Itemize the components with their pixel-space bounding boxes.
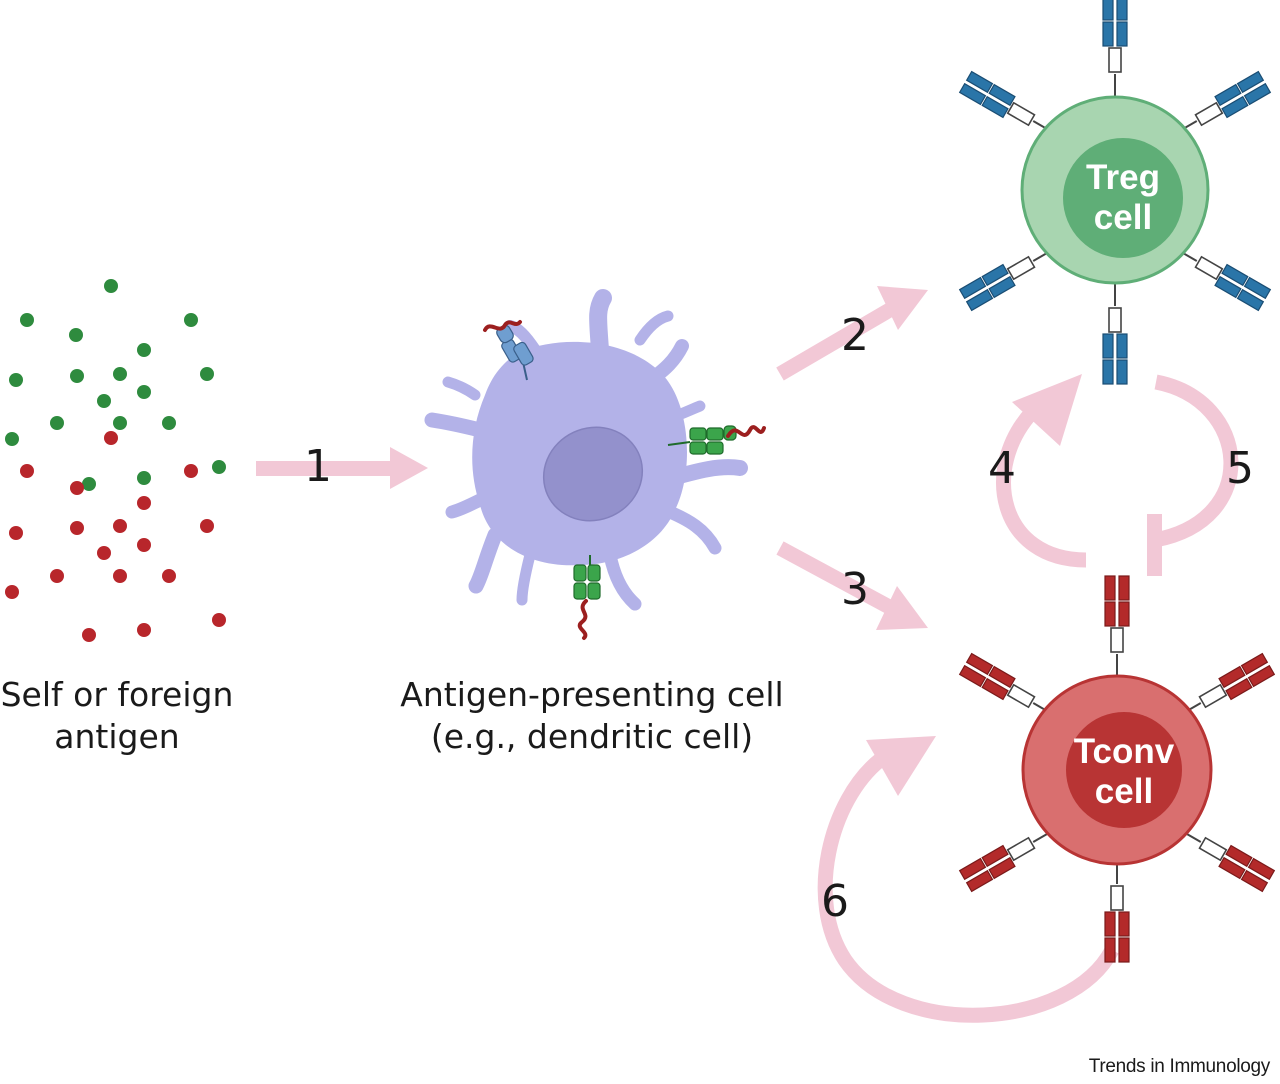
mhc-green-right: [667, 425, 766, 455]
antigen-label-line2: antigen: [54, 717, 180, 756]
antigen-particles: [5, 279, 226, 642]
step-1-label: 1: [304, 441, 332, 492]
tconv-cell: [958, 575, 1276, 963]
treg-label-line2: cell: [1093, 198, 1153, 237]
step-6-label: 6: [821, 876, 849, 927]
apc-label: Antigen-presenting cell (e.g., dendritic…: [392, 674, 792, 758]
mhc-blue-top: [483, 320, 534, 381]
apc-label-line2: (e.g., dendritic cell): [430, 717, 754, 756]
antigen-label-line1: Self or foreign: [0, 675, 234, 714]
tconv-nucleus: [1066, 712, 1182, 828]
dendritic-cell: [424, 289, 766, 640]
step-3-label: 3: [841, 564, 869, 615]
treg-label: Treg cell: [1063, 158, 1183, 238]
foreign-antigen-dots: [5, 431, 226, 642]
arrow-5: [1147, 374, 1239, 576]
arrow-3: [776, 541, 928, 630]
antigen-label: Self or foreign antigen: [0, 674, 234, 758]
arrow-2: [776, 286, 928, 381]
step-2-label: 2: [841, 310, 869, 361]
arrow-1: [256, 447, 428, 489]
treg-cell: [958, 0, 1272, 385]
tconv-label-line1: Tconv: [1073, 732, 1175, 771]
tconv-label: Tconv cell: [1064, 732, 1184, 812]
self-antigen-dots: [5, 279, 226, 491]
journal-credit: Trends in Immunology: [1088, 1056, 1271, 1077]
tconv-label-line2: cell: [1094, 772, 1154, 811]
mhc-green-bottom: [573, 555, 601, 640]
step-4-label: 4: [988, 443, 1016, 494]
treg-nucleus: [1063, 138, 1183, 258]
arrows: [256, 286, 1239, 1023]
treg-label-line1: Treg: [1086, 158, 1160, 197]
step-5-label: 5: [1226, 443, 1254, 494]
cell-nucleus: [542, 426, 644, 522]
arrow-4: [996, 374, 1087, 568]
apc-label-line1: Antigen-presenting cell: [400, 675, 784, 714]
arrow-6: [817, 736, 1119, 1023]
